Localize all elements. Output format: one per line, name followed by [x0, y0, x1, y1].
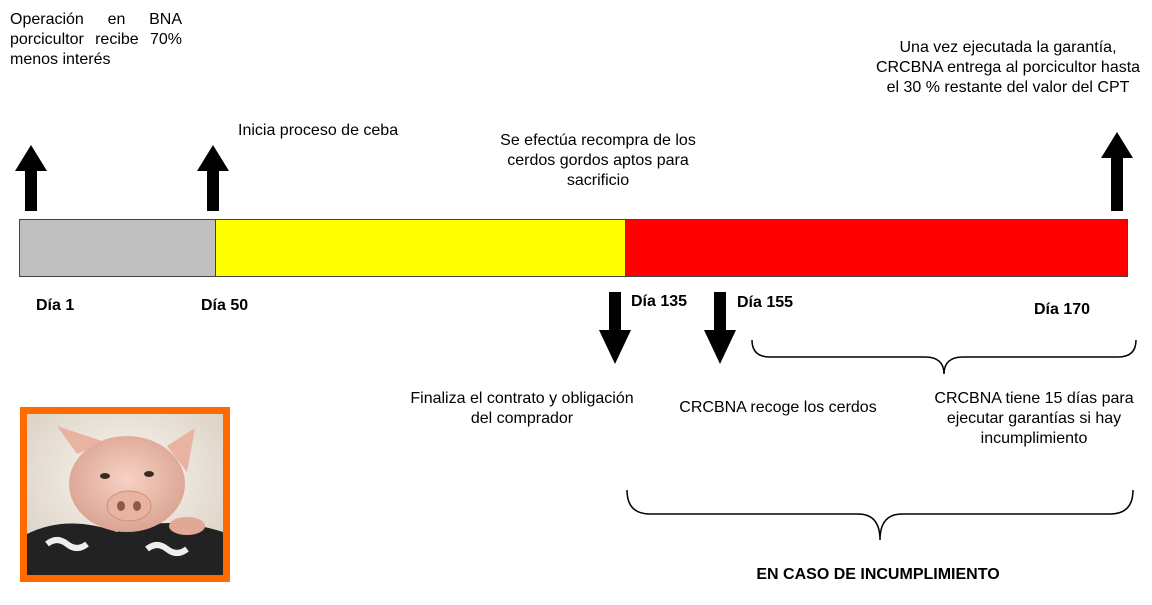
- timeline-segment-yellow: [216, 219, 626, 277]
- day-155-label: Día 155: [737, 294, 794, 311]
- up-arrow-icon: [15, 145, 47, 211]
- up-arrow-icon: [197, 145, 229, 211]
- day-1-label: Día 1: [36, 297, 75, 314]
- note-garantia: Una vez ejecutada la garantía, CRCBNA en…: [875, 39, 1141, 96]
- note-ceba: Inicia proceso de ceba: [238, 122, 399, 139]
- timeline-segment-gray: [19, 219, 216, 277]
- pig-photo-frame: [20, 407, 230, 582]
- note-quince-dias: CRCBNA tiene 15 días para ejecutar garan…: [934, 390, 1134, 447]
- note-caso-incumplimiento: EN CASO DE INCUMPLIMIENTO: [756, 566, 1000, 583]
- day-135-label: Día 135: [631, 293, 688, 310]
- note-operacion: Operación en BNA porcicultor recibe 70% …: [10, 11, 182, 68]
- up-arrow-icon: [1101, 132, 1133, 211]
- down-arrow-icon: [599, 292, 631, 364]
- pig-photo: [27, 414, 223, 575]
- day-50-label: Día 50: [201, 297, 249, 314]
- note-finaliza: Finaliza el contrato y obligación del co…: [410, 390, 634, 427]
- day-170-label: Día 170: [1034, 301, 1091, 318]
- note-recompra: Se efectúa recompra de los cerdos gordos…: [500, 132, 696, 189]
- curly-brace-icon: [751, 339, 1137, 375]
- curly-brace-icon: [626, 489, 1134, 541]
- timeline-segment-red: [626, 219, 1128, 277]
- down-arrow-icon: [704, 292, 736, 364]
- note-recoge: CRCBNA recoge los cerdos: [679, 399, 877, 416]
